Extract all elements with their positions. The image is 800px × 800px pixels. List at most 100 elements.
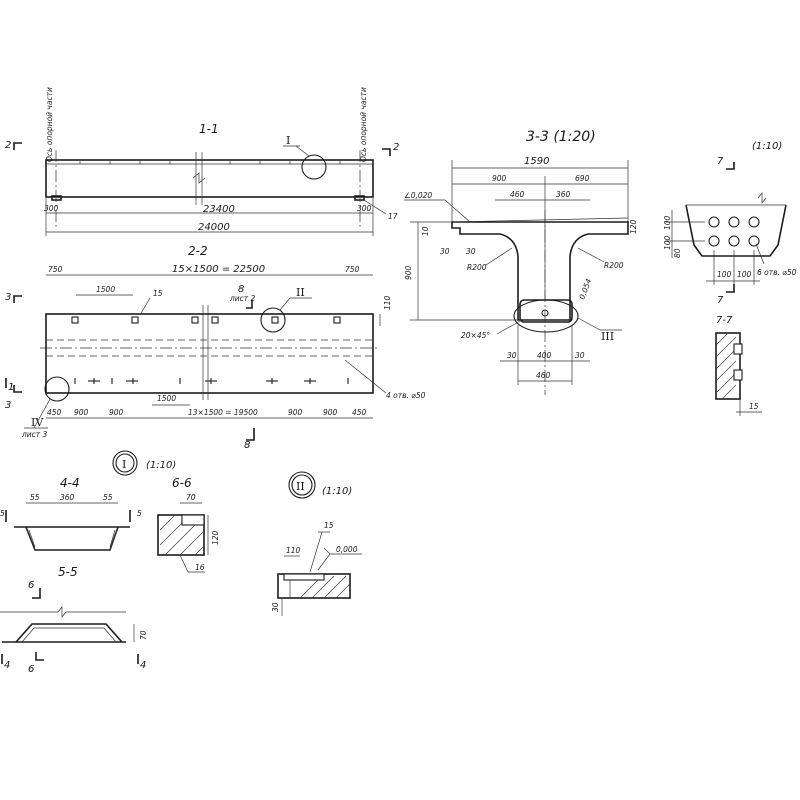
section-mark-8-bottom xyxy=(246,428,255,441)
label-sheet-3: лист 3 xyxy=(21,430,48,439)
radius-left: R200 xyxy=(467,263,487,272)
callout-I-label: I xyxy=(286,134,290,147)
dim-100-h1: 100 xyxy=(717,270,732,279)
dim-110: 110 xyxy=(383,295,392,310)
section-8-bottom-label: 8 xyxy=(244,440,250,451)
slope-0054: 0,054 xyxy=(577,277,593,300)
dim-460: 460 xyxy=(510,190,525,199)
dim-900: 900 xyxy=(492,174,507,183)
dim-120-detail: 120 xyxy=(211,530,220,545)
callout-III-label: III xyxy=(601,330,614,343)
mark-6-top: 6 xyxy=(28,580,34,591)
dim-110-detail: 110 xyxy=(286,546,301,555)
dim-1590: 1590 xyxy=(524,156,549,167)
dim-900-c: 900 xyxy=(288,408,303,417)
view-2-2: 2-2 750 15×1500 = 22500 750 1500 xyxy=(5,244,426,451)
dim-10: 10 xyxy=(421,226,430,236)
callout-II-label: II xyxy=(296,286,305,299)
dim-5-right: 5 xyxy=(137,509,142,518)
mark-4-right: 4 xyxy=(140,660,146,671)
dim-1-1-right-300: 300 xyxy=(357,204,372,213)
dim-900-a: 900 xyxy=(74,408,89,417)
section-7-7-hatch xyxy=(715,332,737,400)
dim-690: 690 xyxy=(575,174,590,183)
dim-bottom-30-left: 30 xyxy=(507,351,517,360)
view-7: (1:10) 7 100 100 80 100 100 6 отв. ⌀50 7… xyxy=(663,141,797,416)
beam-2-2-break xyxy=(202,305,209,400)
detail-II-plate xyxy=(283,573,325,581)
section-mark-3-bottom xyxy=(13,385,22,393)
label-15-detail: 15 xyxy=(324,521,334,530)
leader-17-label: 17 xyxy=(388,212,398,221)
dim-450-right: 450 xyxy=(352,408,367,417)
label-4-holes: 4 отв. ⌀50 xyxy=(386,391,426,400)
dim-100-v1: 100 xyxy=(663,215,672,230)
dim-13x1500: 13×1500 = 19500 xyxy=(188,408,258,417)
dim-450-left: 450 xyxy=(47,408,62,417)
dim-bottom-30-right: 30 xyxy=(575,351,585,360)
section-2-right-label: 2 xyxy=(393,142,399,153)
view-3-3-title: 3-3 (1:20) xyxy=(526,129,596,145)
dim-120: 120 xyxy=(629,219,638,234)
callout-I-leader xyxy=(295,145,310,157)
section-1-bottom-label: 1 xyxy=(8,382,14,393)
mark-6-bottom: 6 xyxy=(28,664,34,675)
dim-30-a: 30 xyxy=(440,247,450,256)
section-5-5-outline xyxy=(2,623,126,643)
detail-II-scale: (1:10) xyxy=(322,486,352,497)
section-3-bottom-label: 3 xyxy=(5,400,11,411)
note-support-axis-left: Ось опорной части xyxy=(45,87,54,162)
dim-1-1-24000: 24000 xyxy=(198,222,230,233)
chamfer-20x45: 20×45° xyxy=(461,331,490,340)
section-mark-8 xyxy=(246,300,253,309)
section-mark-7-bottom xyxy=(726,284,735,293)
mark-7-bottom: 7 xyxy=(717,295,724,306)
dim-bottom-460: 460 xyxy=(536,371,551,380)
view-3-3: 3-3 (1:20) 1590 900 690 460 360 ∠0,020 1… xyxy=(404,129,638,395)
dim-1-1-23400: 23400 xyxy=(203,204,235,215)
section-mark-2-left xyxy=(13,142,22,150)
section-4-4-title: 4-4 xyxy=(60,476,80,490)
holes-6 xyxy=(708,216,760,247)
beam-1-1-top-ribs xyxy=(79,160,341,164)
dim-1-1-left-300: 300 xyxy=(44,204,59,213)
view-1-1: 1-1 Ось опорной части Ось опорной части … xyxy=(5,87,399,236)
callout-IV-circle xyxy=(44,376,70,402)
dim-750-right: 750 xyxy=(345,265,360,274)
section-3-top-label: 3 xyxy=(5,292,11,303)
callout-III-circle xyxy=(513,299,579,333)
section-6-6-body xyxy=(157,514,205,556)
dim-750-left: 750 xyxy=(48,265,63,274)
dim-bottom-400: 400 xyxy=(537,351,552,360)
radius-right: R200 xyxy=(604,261,624,270)
dim-5-left: 5 xyxy=(0,509,5,518)
detail-II-mark: II xyxy=(296,480,305,493)
section-2-left-label: 2 xyxy=(5,140,11,151)
detail-I: I (1:10) 4-4 55 360 55 5 5 6-6 70 120 16… xyxy=(0,450,220,675)
view-1-1-title: 1-1 xyxy=(199,122,219,136)
section-mark-2-right xyxy=(382,148,391,156)
top-slope-line xyxy=(451,217,629,223)
dim-55-a: 55 xyxy=(30,493,40,502)
plate-outline xyxy=(685,204,787,257)
callout-I-circle xyxy=(301,154,327,180)
dim-30-detail: 30 xyxy=(271,602,280,612)
detail-II: II (1:10) 15 0,000 110 30 xyxy=(271,471,362,616)
detail-I-mark: I xyxy=(122,458,126,471)
bearing-right xyxy=(354,195,365,201)
level-0020: ∠0,020 xyxy=(404,191,432,200)
dim-900-height: 900 xyxy=(404,265,413,280)
dim-70-b: 70 xyxy=(139,630,148,640)
label-8: 8 xyxy=(238,284,244,295)
embedded-plates-top xyxy=(71,316,341,324)
dim-15x1500: 15×1500 = 22500 xyxy=(172,264,265,275)
view-2-2-title: 2-2 xyxy=(188,244,208,258)
mark-7-top: 7 xyxy=(717,156,724,167)
holes-6-label: 6 отв. ⌀50 xyxy=(757,268,797,277)
dim-55-b: 55 xyxy=(103,493,113,502)
beam-2-2-outline xyxy=(45,313,374,394)
dim-360-detail: 360 xyxy=(60,493,75,502)
level-0000: 0,000 xyxy=(336,545,358,554)
